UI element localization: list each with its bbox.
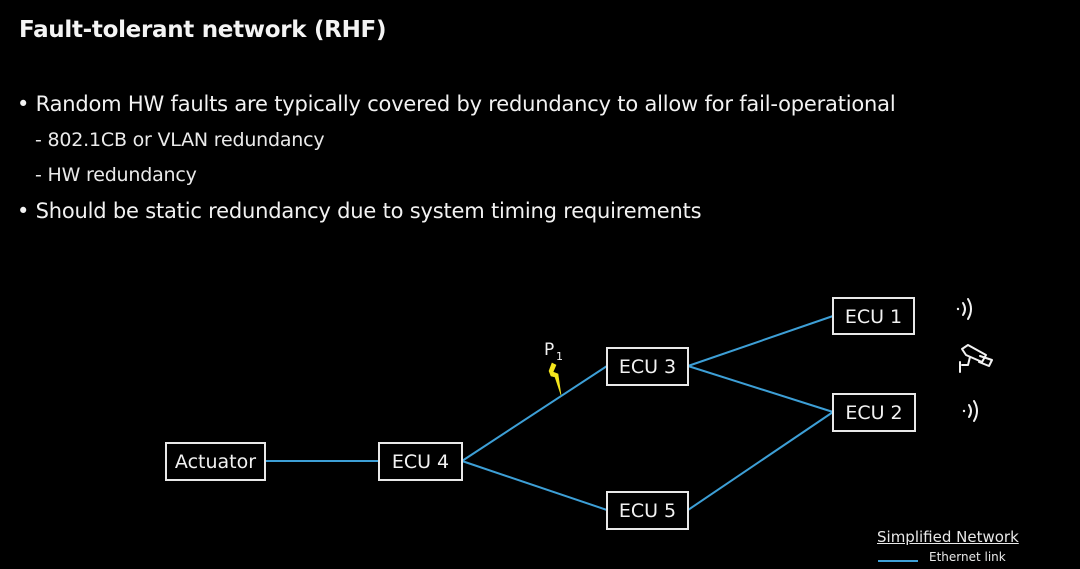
fault-point-label: P [544,340,554,360]
fault-point-p1: P 1 [544,340,563,396]
node-ecu4: ECU 4 [378,442,463,481]
link-ecu4-ecu3 [461,365,608,462]
link-ecu4-ecu5 [461,460,608,511]
node-ecu1-label: ECU 1 [845,306,902,328]
bullet-1: • Random HW faults are typically covered… [17,92,896,116]
node-ecu2: ECU 2 [832,393,916,432]
legend-title: Simplified Network [877,528,1019,546]
legend-ethernet-line [878,560,918,562]
node-actuator: Actuator [165,442,266,481]
node-ecu1: ECU 1 [832,297,915,335]
node-ecu3: ECU 3 [606,347,689,386]
node-ecu5-label: ECU 5 [619,500,676,522]
radar-waves-icon [956,298,972,320]
link-ecu3-ecu2 [687,365,834,413]
node-ecu5: ECU 5 [606,491,689,530]
radar-waves-icon [962,400,978,422]
node-ecu2-label: ECU 2 [845,402,902,424]
node-ecu3-label: ECU 3 [619,356,676,378]
slide-title: Fault-tolerant network (RHF) [19,17,387,43]
bullet-2: • Should be static redundancy due to sys… [17,199,702,223]
node-ecu4-label: ECU 4 [392,451,449,473]
lightning-bolt-icon [548,362,562,396]
camera-icon [959,344,993,373]
link-ecu3-ecu1 [687,315,834,367]
subitem-2: - HW redundancy [35,164,197,186]
node-actuator-label: Actuator [175,451,256,473]
link-ecu5-ecu2 [687,411,834,511]
subitem-1: - 802.1CB or VLAN redundancy [35,129,325,151]
legend-ethernet-label: Ethernet link [929,550,1006,564]
fault-point-subscript: 1 [556,350,563,363]
